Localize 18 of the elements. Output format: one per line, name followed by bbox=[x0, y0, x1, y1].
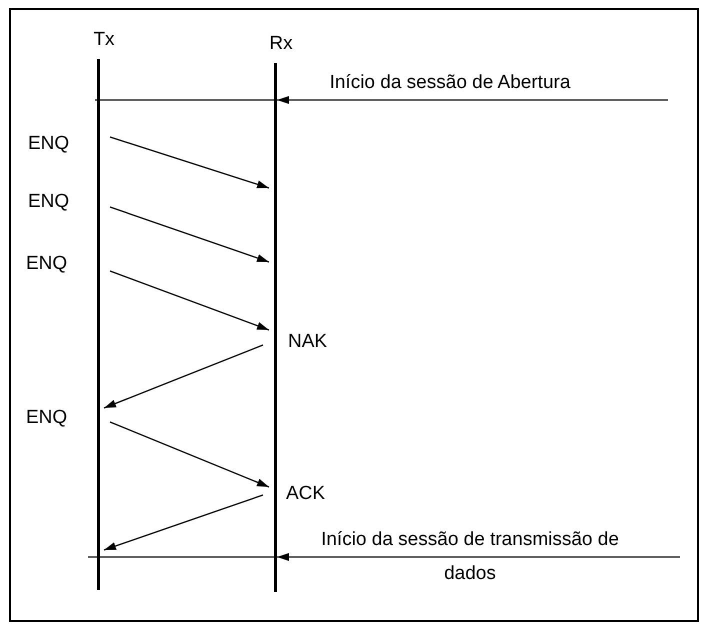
arrow bbox=[110, 270, 270, 331]
edge-label: Início da sessão de Abertura bbox=[328, 71, 572, 95]
lifeline-label: Tx bbox=[93, 30, 115, 49]
message-label: ENQ bbox=[28, 134, 70, 153]
lifeline-label: Rx bbox=[269, 34, 293, 53]
arrow bbox=[110, 421, 270, 488]
message-label: ACK bbox=[286, 484, 326, 503]
arrow bbox=[110, 136, 270, 189]
arrow bbox=[277, 96, 668, 104]
arrow bbox=[104, 494, 264, 551]
message-label: ENQ bbox=[28, 192, 70, 211]
arrow bbox=[104, 344, 264, 409]
arrow bbox=[110, 206, 270, 263]
message-label: NAK bbox=[288, 332, 328, 351]
arrow bbox=[277, 553, 680, 561]
message-label: ENQ bbox=[26, 254, 68, 273]
edge-label: Início da sessão de transmissão de dados bbox=[320, 528, 620, 586]
message-label: ENQ bbox=[26, 408, 68, 427]
